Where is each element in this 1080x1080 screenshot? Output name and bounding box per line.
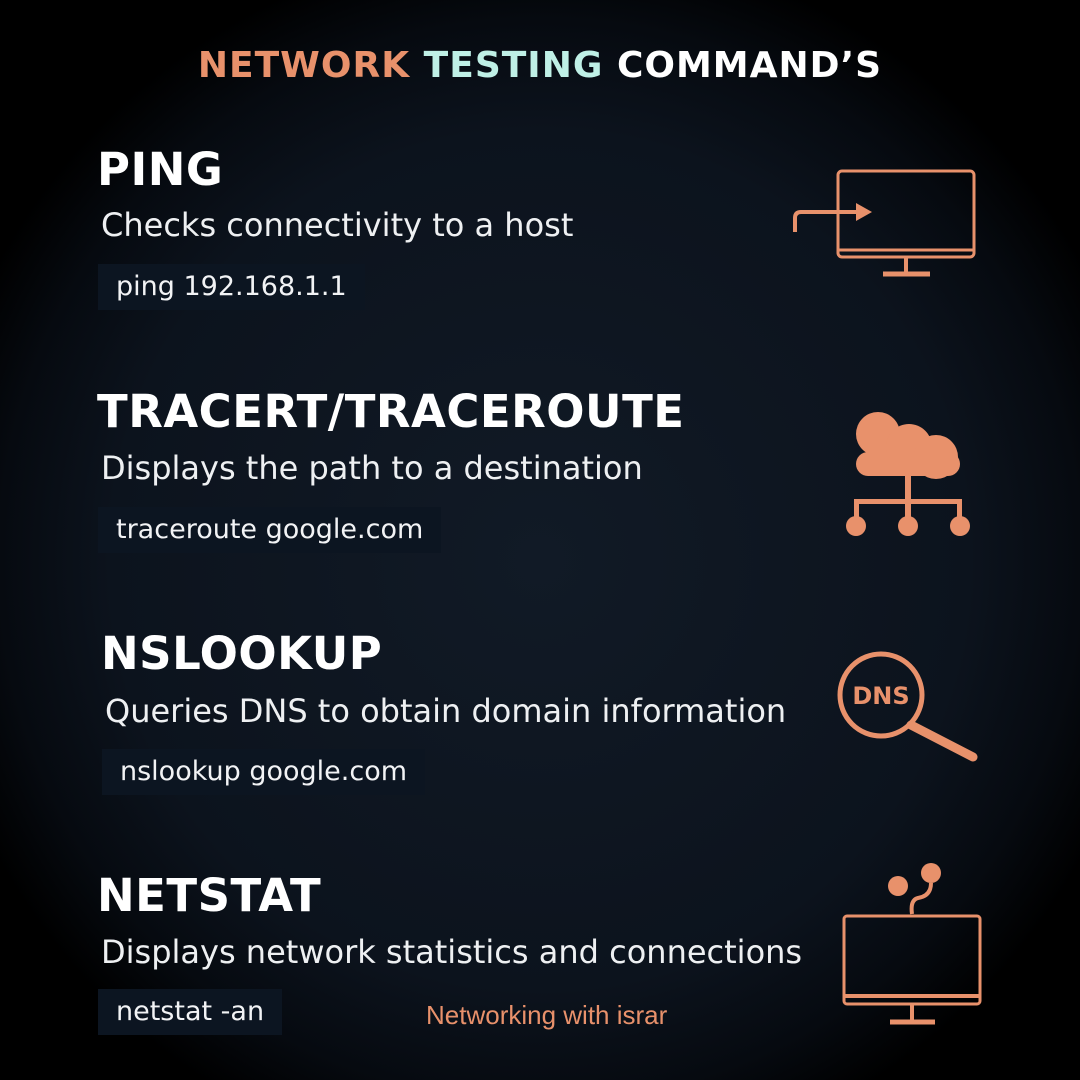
page-title: NETWORK TESTING COMMAND’S: [0, 45, 1080, 86]
command-description: Displays network statistics and connecti…: [101, 933, 803, 971]
author-credit: Networking with israr: [426, 1000, 668, 1030]
monitor-arrow-icon: [788, 166, 980, 282]
title-testing: TESTING: [423, 45, 604, 86]
command-example: ping 192.168.1.1: [98, 264, 365, 310]
command-name: NETSTAT: [97, 869, 322, 922]
dns-label: DNS: [852, 682, 909, 710]
command-example: nslookup google.com: [102, 749, 426, 795]
monitor-network-icon: [838, 858, 988, 1030]
command-name: TRACERT/TRACEROUTE: [97, 385, 685, 438]
command-example: netstat -an: [98, 989, 283, 1035]
command-description: Queries DNS to obtain domain information: [105, 692, 787, 730]
dns-magnifier-icon: DNS: [833, 647, 983, 767]
command-name: NSLOOKUP: [101, 627, 383, 680]
command-name: PING: [97, 143, 224, 196]
title-network: NETWORK: [197, 45, 411, 86]
command-description: Checks connectivity to a host: [101, 206, 574, 244]
title-commands: COMMAND’S: [616, 45, 883, 86]
command-description: Displays the path to a destination: [101, 449, 643, 487]
cloud-network-icon: [838, 402, 978, 542]
command-example: traceroute google.com: [98, 507, 442, 553]
